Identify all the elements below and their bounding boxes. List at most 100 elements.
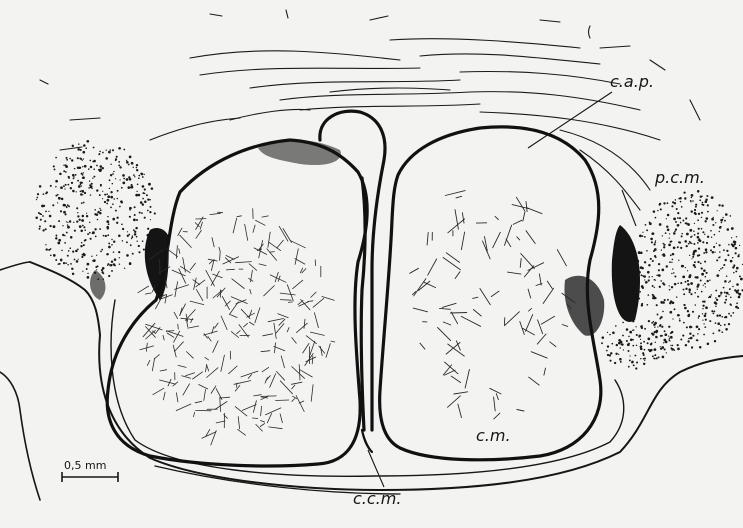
stipple-dot — [102, 152, 104, 154]
hatch-stroke — [199, 385, 208, 390]
stipple-dot — [115, 178, 116, 179]
stipple-dot — [672, 253, 675, 256]
hatch-stroke — [206, 364, 207, 372]
stipple-dot — [614, 362, 616, 364]
stipple-dot — [646, 229, 648, 231]
hatch-stroke — [451, 376, 460, 382]
stipple-dot — [636, 345, 637, 346]
stipple-dot — [118, 251, 120, 253]
stipple-dot — [654, 348, 657, 351]
stipple-dot — [653, 250, 655, 252]
stipple-dot — [96, 165, 98, 167]
hatch-stroke — [209, 260, 213, 264]
hatch-stroke — [541, 316, 554, 324]
stipple-dot — [635, 326, 636, 327]
stipple-dot — [646, 304, 648, 306]
stipple-dot — [129, 216, 131, 218]
stipple-dot — [105, 157, 108, 160]
stipple-dot — [93, 168, 95, 170]
stipple-dot — [702, 313, 703, 314]
stipple-dot — [97, 265, 99, 267]
stipple-dot — [677, 212, 679, 214]
stipple-dot — [685, 217, 687, 219]
stipple-dot — [95, 236, 97, 238]
stipple-dot — [651, 242, 652, 243]
stipple-dot — [63, 170, 65, 172]
stipple-dot — [701, 267, 703, 269]
stipple-dot — [126, 178, 129, 181]
stipple-dot — [690, 210, 692, 212]
stipple-dot — [136, 219, 138, 221]
hatch-stroke — [473, 310, 481, 317]
stipple-dot — [91, 256, 92, 257]
stipple-dot — [119, 206, 121, 208]
stipple-dot — [703, 252, 705, 254]
stipple-dot — [115, 210, 117, 212]
stipple-dot — [612, 332, 615, 335]
stipple-dot — [687, 280, 689, 282]
hatch-stroke — [276, 400, 289, 401]
hatch-stroke — [547, 281, 552, 288]
label-cm: c.m. — [476, 428, 511, 444]
hatch-stroke — [175, 342, 184, 352]
hatch-stroke — [163, 335, 164, 340]
hatch-stroke — [245, 224, 248, 240]
stipple-dot — [80, 245, 82, 247]
hatch-stroke — [288, 302, 292, 303]
stipple-dot — [133, 219, 136, 222]
stipple-dot — [658, 263, 660, 265]
stipple-dot — [668, 326, 670, 328]
stipple-dot — [682, 265, 684, 267]
hatch-stroke — [528, 289, 531, 298]
stipple-dot — [611, 343, 613, 345]
stipple-dot — [71, 182, 73, 184]
stipple-dot — [77, 147, 78, 148]
stipple-dot — [721, 204, 723, 206]
stipple-dot — [104, 201, 106, 203]
stipple-dot — [37, 193, 39, 195]
stipple-dot — [85, 147, 87, 149]
stipple-dot — [641, 325, 643, 327]
hatch-stroke — [456, 196, 462, 198]
stipple-dot — [653, 210, 656, 213]
hatch-stroke — [292, 399, 295, 402]
stipple-dot — [688, 338, 689, 339]
stipple-dot — [141, 212, 143, 214]
stipple-dot — [666, 265, 668, 267]
stipple-dot — [699, 240, 702, 243]
stipple-dot — [675, 199, 677, 201]
stipple-dot — [113, 251, 115, 253]
stipple-dot — [83, 158, 84, 159]
stipple-dot — [101, 249, 103, 251]
stipple-dot — [694, 223, 695, 224]
stipple-dot — [655, 240, 656, 241]
stipple-dot — [72, 273, 74, 275]
hatch-stroke — [153, 388, 164, 395]
stipple-dot — [655, 217, 657, 219]
stipple-dot — [609, 360, 611, 362]
hatch-stroke — [160, 380, 176, 384]
hatch-stroke — [410, 268, 419, 273]
stipple-dot — [92, 233, 94, 235]
stipple-dot — [609, 354, 611, 356]
stipple-dot — [76, 220, 78, 222]
stipple-dot — [56, 235, 58, 237]
stipple-dot — [716, 259, 718, 261]
stipple-dot — [728, 323, 730, 325]
stipple-dot — [77, 180, 79, 182]
stipple-dot — [697, 190, 700, 193]
hatch-stroke — [295, 259, 305, 265]
stipple-dot — [651, 322, 653, 324]
hatch-stroke — [163, 392, 165, 400]
hatch-stroke — [167, 333, 174, 337]
stipple-dot — [719, 251, 721, 253]
stipple-dot — [77, 215, 79, 217]
stipple-dot — [628, 366, 630, 368]
stipple-dot — [666, 352, 667, 353]
stipple-dot — [67, 222, 68, 223]
hatch-stroke — [237, 331, 241, 334]
hatch-stroke — [249, 322, 254, 325]
stipple-dot — [731, 237, 732, 238]
stipple-dot — [48, 249, 50, 251]
hatch-stroke — [160, 370, 166, 371]
